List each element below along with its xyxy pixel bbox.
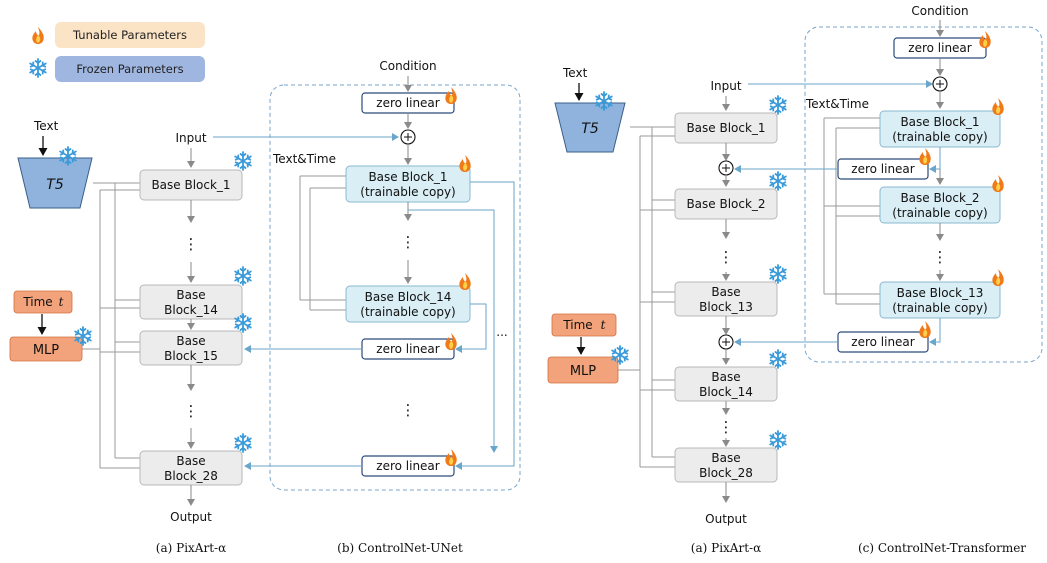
mlp-box bbox=[547, 356, 619, 384]
snowflake-icon bbox=[769, 264, 787, 284]
vertical-dots: ⋮ bbox=[719, 248, 734, 266]
snowflake-icon bbox=[769, 430, 787, 450]
snowflake-icon bbox=[234, 266, 252, 286]
text-label: Text bbox=[562, 66, 588, 80]
base-label: Base bbox=[176, 334, 205, 348]
condition-label: Condition bbox=[911, 4, 968, 18]
fire-icon bbox=[992, 175, 1004, 192]
base-label: Base bbox=[176, 454, 205, 468]
fire-icon bbox=[459, 273, 471, 290]
mlp-label: MLP bbox=[570, 364, 596, 379]
snowflake-icon bbox=[769, 95, 787, 115]
time-var-label: t bbox=[601, 318, 606, 332]
cn-block-2-label: Base Block_2 bbox=[900, 191, 979, 205]
fire-icon bbox=[32, 27, 44, 44]
output-label: Output bbox=[705, 512, 747, 526]
block-28-label: Block_28 bbox=[164, 469, 218, 483]
left-diagram: Text T5 Time t MLP Input Base Block_1 ⋮ … bbox=[9, 59, 521, 555]
fire-icon bbox=[445, 333, 457, 350]
base-block-1-label: Base Block_1 bbox=[686, 121, 765, 135]
zero-linear-label: zero linear bbox=[376, 96, 440, 110]
vertical-dots: ⋮ bbox=[401, 401, 416, 419]
time-label: Time bbox=[22, 295, 52, 309]
text-time-label: Text&Time bbox=[272, 152, 336, 166]
base-block-2-label: Base Block_2 bbox=[686, 197, 765, 211]
right-diagram: Text T5 Time t MLP Input Base Block_1 Ba… bbox=[547, 4, 1043, 555]
legend: Tunable Parameters Frozen Parameters bbox=[29, 22, 205, 82]
base-label: Base bbox=[176, 288, 205, 302]
fire-icon bbox=[919, 148, 931, 165]
block-14-label: Block_14 bbox=[699, 385, 753, 399]
trainable-copy-label: (trainable copy) bbox=[360, 305, 455, 319]
fire-icon bbox=[979, 31, 991, 48]
time-var-label: t bbox=[59, 295, 64, 309]
zero-linear-label: zero linear bbox=[376, 459, 440, 473]
zero-linear-label: zero linear bbox=[908, 41, 972, 55]
t5-label: T5 bbox=[46, 177, 64, 193]
mlp-box bbox=[9, 336, 83, 362]
fire-icon bbox=[445, 87, 457, 104]
horizontal-dots: ... bbox=[496, 325, 507, 339]
fire-icon bbox=[459, 155, 471, 172]
fire-icon bbox=[445, 449, 457, 466]
text-label: Text bbox=[33, 119, 59, 133]
input-label: Input bbox=[710, 79, 741, 93]
fire-icon bbox=[992, 98, 1004, 115]
fire-icon bbox=[919, 321, 931, 338]
snowflake-icon bbox=[234, 433, 252, 453]
condition-label: Condition bbox=[379, 59, 436, 73]
vertical-dots: ⋮ bbox=[184, 402, 199, 420]
tunable-legend-box bbox=[55, 22, 205, 48]
caption-c: (c) ControlNet-Transformer bbox=[858, 541, 1026, 555]
block-28-label: Block_28 bbox=[699, 466, 753, 480]
trainable-copy-label: (trainable copy) bbox=[892, 301, 987, 315]
zero-linear-label: zero linear bbox=[851, 335, 915, 349]
vertical-dots: ⋮ bbox=[401, 233, 416, 251]
time-box bbox=[551, 313, 617, 337]
base-label: Base bbox=[711, 451, 740, 465]
snowflake-icon bbox=[234, 151, 252, 171]
time-box bbox=[13, 290, 73, 314]
input-label: Input bbox=[175, 131, 206, 145]
frozen-legend-box bbox=[55, 56, 205, 82]
cn-block-14-label: Base Block_14 bbox=[365, 290, 452, 304]
zero-linear-label: zero linear bbox=[851, 162, 915, 176]
vertical-dots: ⋮ bbox=[184, 235, 199, 253]
snowflake-icon bbox=[29, 58, 47, 78]
fire-icon bbox=[992, 269, 1004, 286]
tunable-legend-label: Tunable Parameters bbox=[72, 28, 187, 42]
t5-label: T5 bbox=[581, 121, 599, 137]
snowflake-icon bbox=[769, 349, 787, 369]
zero-linear-label: zero linear bbox=[376, 342, 440, 356]
caption-a-right: (a) PixArt-α bbox=[691, 541, 761, 555]
frozen-legend-label: Frozen Parameters bbox=[76, 62, 183, 76]
base-block-1-label: Base Block_1 bbox=[151, 178, 230, 192]
block-15-label: Block_15 bbox=[164, 349, 218, 363]
mlp-label: MLP bbox=[33, 343, 59, 358]
trainable-copy-label: (trainable copy) bbox=[892, 130, 987, 144]
block-14-label: Block_14 bbox=[164, 303, 218, 317]
base-label: Base bbox=[711, 370, 740, 384]
cn-block-13-label: Base Block_13 bbox=[897, 286, 984, 300]
vertical-dots: ⋮ bbox=[933, 248, 948, 266]
vertical-dots: ⋮ bbox=[719, 418, 734, 436]
block-13-label: Block_13 bbox=[699, 300, 753, 314]
snowflake-icon bbox=[769, 171, 787, 191]
caption-a-left: (a) PixArt-α bbox=[156, 541, 226, 555]
time-label: Time bbox=[562, 318, 592, 332]
base-label: Base bbox=[711, 285, 740, 299]
cn-block-1-label: Base Block_1 bbox=[900, 115, 979, 129]
trainable-copy-label: (trainable copy) bbox=[892, 206, 987, 220]
output-label: Output bbox=[170, 510, 212, 524]
text-time-label: Text&Time bbox=[805, 97, 869, 111]
trainable-copy-label: (trainable copy) bbox=[360, 185, 455, 199]
cn-block-1-label: Base Block_1 bbox=[368, 170, 447, 184]
caption-b: (b) ControlNet-UNet bbox=[337, 541, 463, 555]
